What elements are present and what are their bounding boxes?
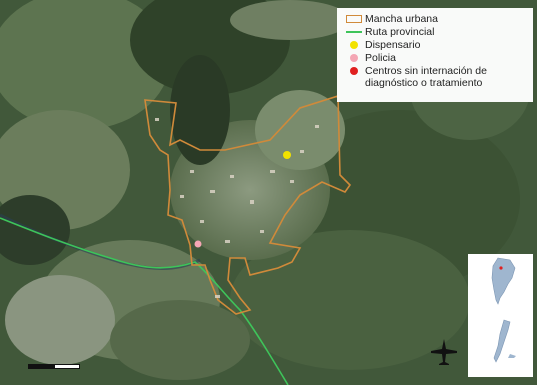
- legend-item-policia: Policia: [343, 52, 527, 64]
- red-dot-icon: [343, 65, 365, 77]
- argentina-inset-map: [468, 254, 533, 377]
- legend-item-dispensario: Dispensario: [343, 39, 527, 51]
- legend-item-urban: Mancha urbana: [343, 13, 527, 25]
- dispensario-marker: [283, 151, 291, 159]
- road-line-swatch: [343, 26, 365, 38]
- argentina-outline-icon: [491, 257, 516, 363]
- urban-area-swatch: [343, 13, 365, 25]
- legend-label: Ruta provincial: [365, 26, 435, 38]
- policia-marker: [194, 240, 202, 248]
- legend-label: Centros sin internación de diagnóstico o…: [365, 65, 487, 89]
- yellow-dot-icon: [343, 39, 365, 51]
- airplane-north-icon: [431, 339, 457, 365]
- legend-label: Policia: [365, 52, 396, 64]
- location-marker-icon: [499, 266, 503, 270]
- legend-item-centros: Centros sin internación de diagnóstico o…: [343, 65, 527, 89]
- scale-bar-icon: [28, 364, 80, 369]
- legend-label: Dispensario: [365, 39, 421, 51]
- urban-area-outline: [144, 94, 352, 315]
- legend-label: Mancha urbana: [365, 13, 438, 25]
- map-legend: Mancha urbana Ruta provincial Dispensari…: [337, 8, 533, 102]
- pink-dot-icon: [343, 52, 365, 64]
- legend-item-road: Ruta provincial: [343, 26, 527, 38]
